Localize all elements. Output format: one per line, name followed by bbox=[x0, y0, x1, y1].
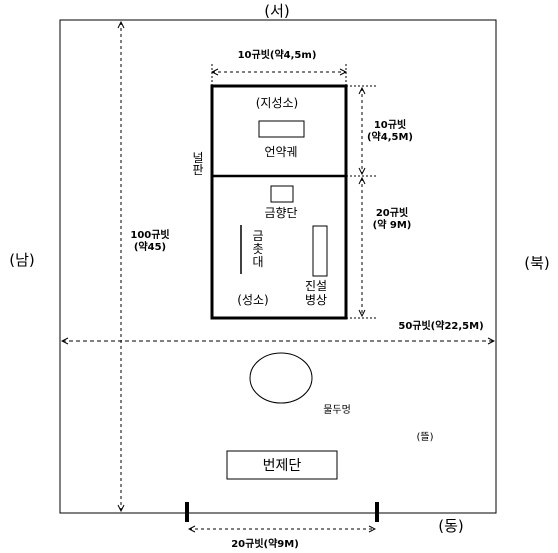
direction-north: (북) bbox=[524, 254, 550, 272]
laver-shape bbox=[249, 352, 313, 404]
tabernacle-building bbox=[210, 84, 348, 320]
label-court-length: 100규빗(약45) bbox=[130, 228, 169, 253]
label-ark: 언약궤 bbox=[264, 144, 297, 159]
showbread-table-box bbox=[312, 225, 328, 277]
ark-box bbox=[258, 120, 305, 138]
label-laver: 물두멍 bbox=[323, 404, 351, 416]
direction-south: (남) bbox=[9, 251, 35, 269]
label-holy-place-length: 20규빗(약 9M) bbox=[373, 206, 412, 231]
direction-east: (동) bbox=[438, 517, 464, 535]
incense-altar-box bbox=[270, 185, 294, 203]
label-incense-altar: 금향단 bbox=[264, 206, 297, 220]
direction-west: (서) bbox=[264, 2, 290, 20]
label-gate-width: 20규빗(약9M) bbox=[231, 537, 299, 550]
court-boundary bbox=[59, 19, 497, 514]
label-holy-of-holies-length: 10규빗(약4,5M) bbox=[367, 118, 413, 143]
altar-box bbox=[226, 450, 338, 480]
label-holy-place: (성소) bbox=[237, 293, 268, 307]
label-tabernacle-width: 10규빗(약4,5m) bbox=[238, 48, 317, 61]
label-court: (뜰) bbox=[416, 431, 433, 443]
label-holy-of-holies: (지성소) bbox=[256, 96, 298, 110]
label-altar: 번제단 bbox=[263, 458, 302, 474]
label-court-width: 50규빗(약22,5M) bbox=[398, 319, 483, 332]
